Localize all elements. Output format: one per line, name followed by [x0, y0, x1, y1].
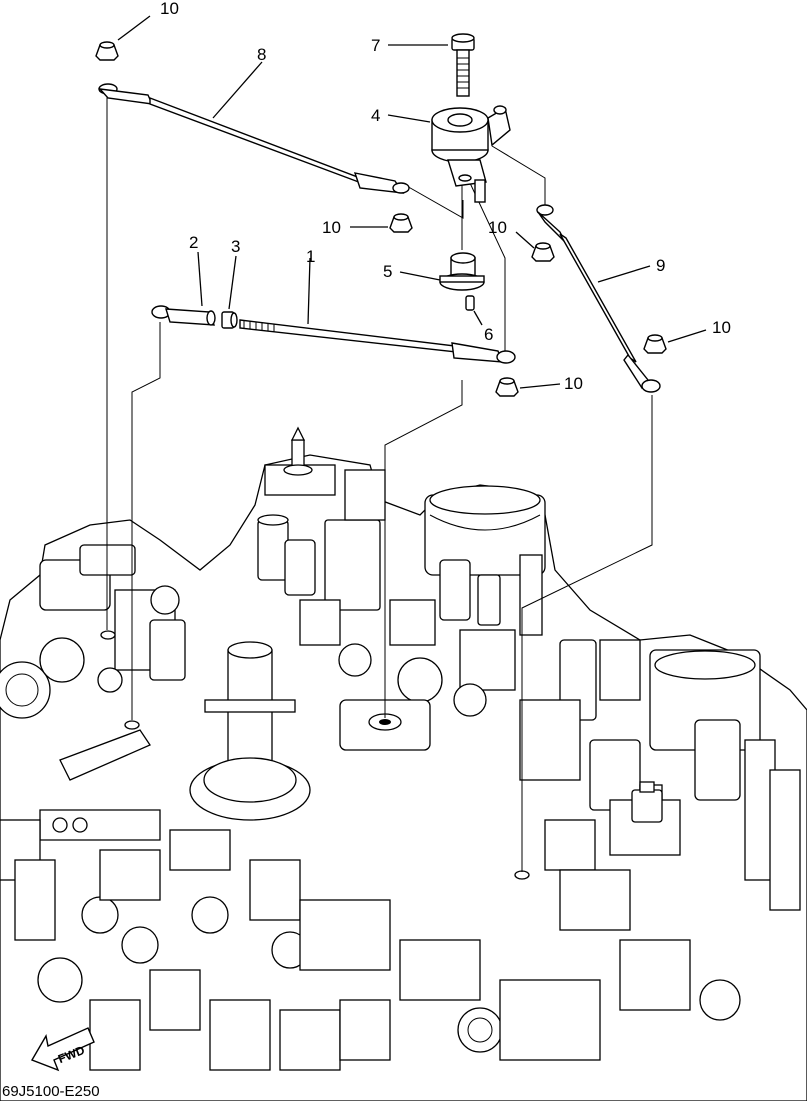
nut-part-10 — [95, 41, 667, 397]
pin-part-6 — [465, 295, 475, 311]
callout-10-mid: 10 — [322, 218, 341, 237]
rod-part-8 — [98, 83, 410, 194]
callout-4: 4 — [371, 106, 380, 125]
callout-10-lower: 10 — [564, 374, 583, 393]
figure-code: 69J5100-E250 — [2, 1083, 100, 1100]
collar-part-5 — [439, 252, 485, 291]
bolt-part-7 — [451, 33, 475, 97]
engine-block — [0, 426, 807, 1101]
rod-end-part-2 — [151, 305, 216, 326]
callout-3: 3 — [231, 237, 240, 256]
callout-5: 5 — [383, 262, 392, 281]
callout-2: 2 — [189, 233, 198, 252]
rod-part-9 — [536, 204, 661, 393]
callout-9: 9 — [656, 256, 665, 275]
callout-10-top: 10 — [160, 0, 179, 18]
alignment-lines — [106, 95, 653, 872]
callout-10-far-right: 10 — [712, 318, 731, 337]
rod-part-1 — [239, 319, 516, 364]
lever-part-4 — [431, 105, 511, 203]
callout-1: 1 — [306, 247, 315, 266]
callout-10-right: 10 — [488, 218, 507, 237]
callout-8: 8 — [257, 45, 266, 64]
nut-part-3 — [221, 311, 238, 329]
callout-leaders — [117, 15, 707, 389]
callout-6: 6 — [484, 325, 493, 344]
callout-7: 7 — [371, 36, 380, 55]
